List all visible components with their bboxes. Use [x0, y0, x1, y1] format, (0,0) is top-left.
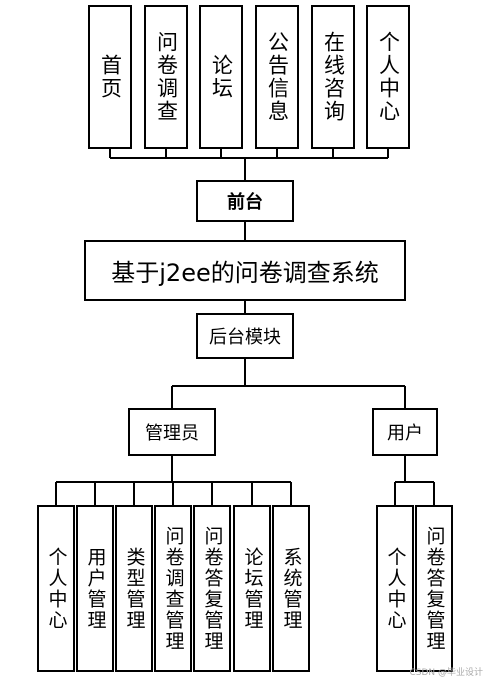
admin-module-system-management-label: 系统管理: [280, 546, 303, 631]
front-module-announcements: 公告信息: [255, 5, 299, 149]
user-module-reply-management: 问卷答复管理: [415, 505, 453, 672]
front-module-survey: 问卷调查: [144, 5, 188, 149]
front-module-forum: 论坛: [199, 5, 243, 149]
front-module-announcements-label: 公告信息: [265, 31, 290, 123]
admin-module-user-management-label: 用户管理: [84, 546, 107, 631]
admin-module-reply-management: 问卷答复管理: [193, 505, 231, 672]
admin-module-forum-management: 论坛管理: [233, 505, 271, 672]
admin-module-type-management-label: 类型管理: [123, 546, 146, 631]
admin-module-personal-center-label: 个人中心: [45, 546, 68, 631]
admin-module-forum-management-label: 论坛管理: [241, 546, 264, 631]
system-title: 基于j2ee的问卷调查系统: [84, 240, 406, 301]
front-module-survey-label: 问卷调查: [154, 31, 179, 123]
admin-module-type-management: 类型管理: [115, 505, 153, 672]
front-module-forum-label: 论坛: [209, 54, 234, 100]
watermark: CSDN @毕业设计: [409, 668, 483, 678]
front-module-consult: 在线咨询: [311, 5, 355, 149]
user-module-reply-management-label: 问卷答复管理: [423, 525, 446, 652]
user-node: 用户: [372, 408, 438, 456]
front-module-consult-label: 在线咨询: [321, 31, 346, 123]
admin-module-survey-management-label: 问卷调查管理: [162, 525, 185, 652]
backend-node: 后台模块: [196, 313, 294, 359]
admin-module-system-management: 系统管理: [272, 505, 310, 672]
front-node: 前台: [196, 180, 294, 222]
front-node-label: 前台: [227, 192, 263, 213]
system-title-label: 基于j2ee的问卷调查系统: [111, 259, 379, 287]
front-module-personal-center: 个人中心: [366, 5, 410, 149]
front-module-personal-center-label: 个人中心: [376, 31, 401, 123]
front-module-home-label: 首页: [98, 54, 123, 100]
admin-module-user-management: 用户管理: [76, 505, 114, 672]
admin-module-personal-center: 个人中心: [37, 505, 75, 672]
user-module-personal-center: 个人中心: [376, 505, 414, 672]
admin-node-label: 管理员: [145, 423, 199, 444]
admin-node: 管理员: [128, 408, 216, 456]
admin-module-survey-management: 问卷调查管理: [154, 505, 192, 672]
backend-node-label: 后台模块: [209, 327, 281, 348]
user-module-personal-center-label: 个人中心: [384, 546, 407, 631]
front-module-home: 首页: [88, 5, 132, 149]
admin-module-reply-management-label: 问卷答复管理: [201, 525, 224, 652]
user-node-label: 用户: [387, 423, 423, 444]
